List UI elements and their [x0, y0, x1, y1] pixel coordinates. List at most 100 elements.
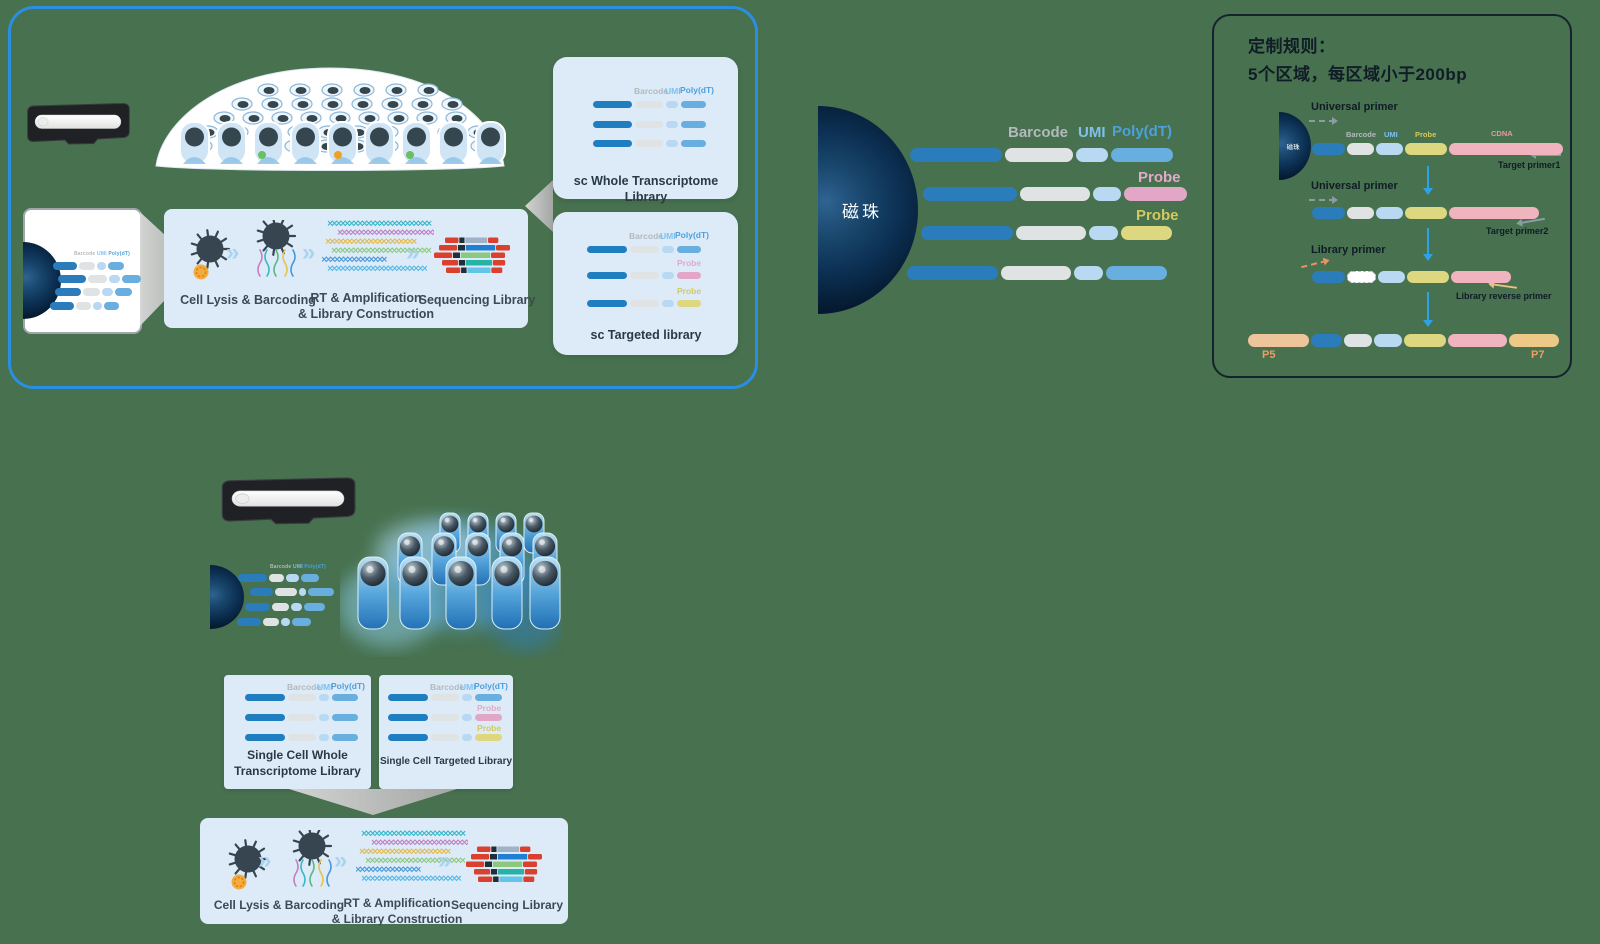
card-single-cell-targeted-title: Single Cell Targeted Library [379, 756, 513, 767]
umi-label: UMI [665, 86, 681, 96]
oligo-strand [50, 302, 119, 310]
polydt-label: Poly(dT) [675, 230, 709, 240]
workflow-step3-label: Sequencing Library [418, 293, 536, 307]
chevron-right-icon: » [258, 847, 271, 874]
oligo-strand [238, 574, 319, 582]
oligo-strand [593, 101, 706, 108]
oligo-strand [388, 714, 502, 721]
barcode-label: Barcode [1346, 130, 1377, 139]
oligo-strand [55, 288, 132, 296]
barcode-label: Barcode [430, 682, 465, 692]
oligo-strand [1312, 143, 1563, 155]
cell-lysis-icon [226, 838, 270, 892]
oligo-strand [237, 618, 311, 626]
oligo-strand [1312, 207, 1539, 219]
down-arrow-icon [1423, 292, 1433, 327]
custom-rules-panel [1212, 14, 1572, 378]
amplified-dna-icon [356, 828, 468, 890]
chevron-right-icon: » [406, 239, 419, 266]
oligo-strand [245, 714, 358, 721]
oligo-strand [910, 148, 1173, 162]
umi-label: UMI [460, 682, 476, 692]
library-reverse-primer-label: Library reverse primer [1456, 291, 1552, 301]
oligo-strand [587, 272, 701, 279]
card-sc-targeted [553, 212, 738, 355]
down-arrow-icon [1423, 166, 1433, 195]
oligo-strand [53, 262, 124, 270]
p7-label: P7 [1531, 349, 1545, 361]
bead-strand-labels: Barcode UMI Poly(dT) [270, 564, 326, 570]
oligo-strand [245, 694, 358, 701]
chevron-right-icon: » [302, 239, 315, 266]
oligo-strand [921, 226, 1172, 240]
probe-label: Probe [477, 723, 502, 733]
rules-title-line1: 定制规则： [1248, 37, 1336, 56]
probe-label: Probe [477, 703, 502, 713]
probe-label: Probe [1138, 169, 1181, 186]
barcoded-cell-icon [288, 830, 336, 892]
amplified-dna-icon [322, 218, 434, 280]
oligo-strand [1248, 334, 1559, 347]
chevron-right-icon: » [226, 239, 239, 266]
merge-funnel [289, 789, 457, 815]
chevron-right-icon: » [438, 847, 451, 874]
oligo-strand [1312, 271, 1511, 283]
cell-lysis-icon [188, 228, 232, 282]
chevron-right-icon: » [334, 847, 347, 874]
down-arrow-icon [1423, 228, 1433, 261]
polydt-label: Poly(dT) [108, 251, 130, 257]
universal-primer-label: Universal primer [1311, 101, 1398, 113]
polydt-label: Poly(dT) [474, 681, 508, 691]
sequencing-library-icon [466, 845, 542, 885]
inset-strand-labels: Barcode UMI Poly(dT) [74, 251, 130, 257]
rules-title-line2: 5个区域，每区域小于200bp [1248, 65, 1468, 84]
umi-label: UMI [660, 231, 676, 241]
barcode-label: Barcode [287, 682, 322, 692]
workflow-step2-label: RT & Amplification & Library Constructio… [297, 291, 435, 322]
oligo-strand [907, 266, 1167, 280]
oligo-strand [587, 300, 701, 307]
barcode-label: Barcode [74, 251, 96, 257]
universal-primer-label: Universal primer [1311, 180, 1398, 192]
card-sc-wtl-title: sc Whole Transcriptome Library [573, 174, 719, 205]
workflow-panel-top [164, 209, 528, 328]
microwell-dome-illustration [150, 60, 510, 172]
workflow-step1-label: Cell Lysis & Barcoding [213, 898, 345, 912]
workflow-step1-label: Cell Lysis & Barcoding [180, 293, 316, 307]
magnetic-bead-large: 磁珠 [818, 106, 918, 314]
chip-cartridge-image [215, 474, 361, 526]
oligo-strand [388, 694, 502, 701]
target-primer2-label: Target primer2 [1486, 226, 1549, 236]
universal-primer-arrow [1309, 196, 1338, 204]
umi-label: UMI [317, 682, 333, 692]
single-cell-workflow-panel [8, 6, 758, 389]
library-primer-label: Library primer [1311, 244, 1386, 256]
chip-cartridge-image [22, 100, 134, 146]
polydt-label: Poly(dT) [331, 681, 365, 691]
probe-label: Probe [1136, 207, 1179, 224]
p5-label: P5 [1262, 349, 1276, 361]
barcode-label: Barcode [634, 86, 669, 96]
oligo-strand [388, 734, 502, 741]
sequencing-library-icon [434, 236, 510, 276]
probe-label: Probe [677, 258, 702, 268]
target-primer1-arrow [1530, 151, 1561, 159]
oligo-strand [245, 603, 325, 611]
universal-primer-arrow [1309, 117, 1338, 125]
oligo-strand [587, 246, 701, 253]
cdna-label: CDNA [1491, 129, 1513, 138]
umi-label: UMI [1078, 124, 1106, 141]
oligo-strand [923, 187, 1187, 201]
barcode-label: Barcode [1008, 124, 1069, 141]
card-sc-wtl [553, 57, 738, 199]
umi-label: UMI [97, 251, 107, 257]
oligo-strand [250, 588, 334, 596]
probe-label: Probe [1415, 130, 1437, 139]
card-sc-targeted-title: sc Targeted library [590, 328, 702, 342]
oligo-strand [593, 121, 706, 128]
oligo-strand [593, 140, 706, 147]
probe-label: Probe [677, 286, 702, 296]
polydt-label: Poly(dT) [1112, 123, 1172, 140]
polydt-label: Poly(dT) [680, 85, 714, 95]
